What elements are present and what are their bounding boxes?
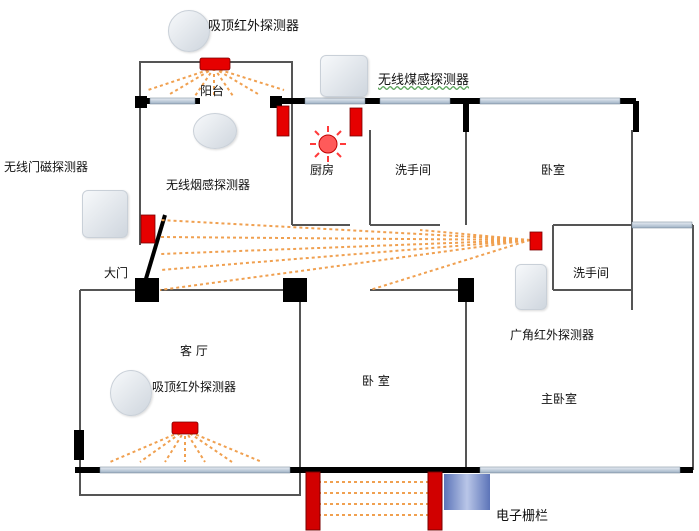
label-main-door: 大门 xyxy=(104,266,129,280)
wide-angle-pir-device-icon xyxy=(515,264,547,310)
beams xyxy=(109,67,531,516)
ceiling-pir-detector-top xyxy=(199,57,231,71)
ceiling-pir-device-icon xyxy=(168,10,210,52)
label-bedroom-mid: 卧 室 xyxy=(362,374,390,388)
door-sensor-device-icon xyxy=(82,190,128,238)
label-balcony: 阳台 xyxy=(200,84,225,98)
kitchen-detector-right xyxy=(349,107,363,137)
ceiling-pir-detector-living xyxy=(171,421,199,435)
kitchen-flame-icon xyxy=(310,126,346,162)
fence-post-left xyxy=(305,471,321,531)
label-ceiling-pir-top: 吸顶红外探测器 xyxy=(208,19,300,34)
gas-detector-device-icon xyxy=(320,55,368,97)
fence-glass-panel xyxy=(444,474,490,510)
label-wireless-door: 无线门磁探测器 xyxy=(4,160,89,174)
label-kitchen: 厨房 xyxy=(310,163,335,177)
label-washroom-2: 洗手间 xyxy=(573,266,610,280)
living-bay-outline xyxy=(79,470,301,496)
wide-angle-pir-detector xyxy=(529,231,543,251)
electronic-fence xyxy=(305,471,490,531)
label-wide-angle-pir: 广角红外探测器 xyxy=(510,328,595,342)
label-wireless-smoke: 无线烟感探测器 xyxy=(166,178,251,192)
label-ceiling-pir-living: 吸顶红外探测器 xyxy=(152,380,237,394)
fence-post-right xyxy=(427,471,443,531)
detectors xyxy=(140,57,543,435)
door-sensor-detector xyxy=(140,214,156,244)
smoke-detector-device-icon xyxy=(193,113,237,149)
kitchen-detector-left xyxy=(276,105,290,137)
ceiling-pir-living-device-icon xyxy=(110,370,152,416)
label-wireless-gas: 无线煤感探测器 xyxy=(378,73,470,88)
label-electronic-fence: 电子栅栏 xyxy=(496,509,549,524)
main-door-leaf xyxy=(143,214,167,283)
label-washroom-1: 洗手间 xyxy=(395,163,432,177)
windows xyxy=(99,97,693,474)
label-bedroom-top: 卧室 xyxy=(541,163,566,177)
label-living-room: 客 厅 xyxy=(180,344,208,358)
label-master-bedroom: 主卧室 xyxy=(541,392,578,406)
